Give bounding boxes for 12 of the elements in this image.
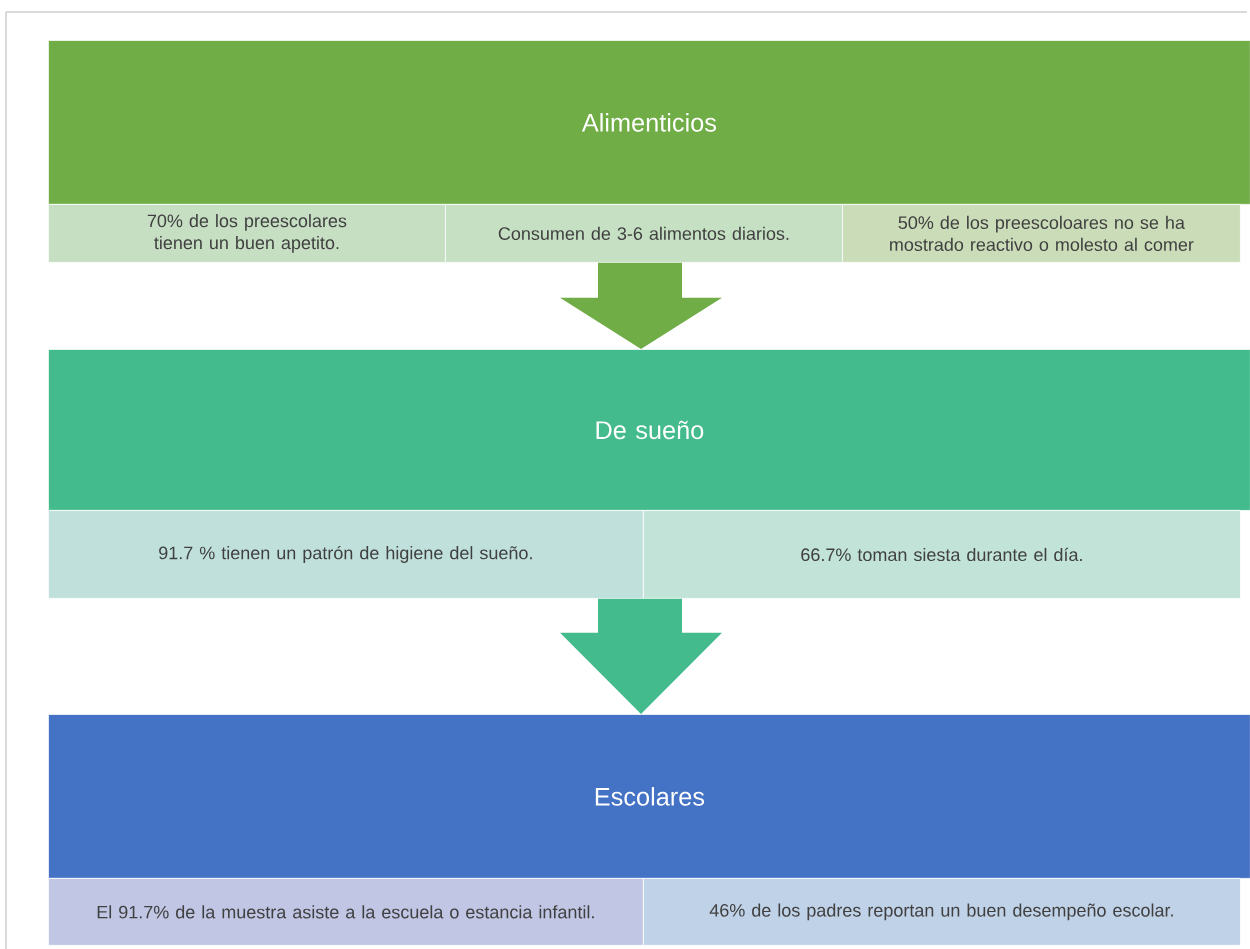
- stat-box: 70% de los preescolares tienen un buen apetito.: [48, 204, 446, 263]
- stat-box: 50% de los preescoloares no se ha mostrado reactivo o molesto al comer: [842, 204, 1241, 263]
- stat-box: 46% de los padres reportan un buen desempeño escolar.: [643, 878, 1241, 946]
- section-header: De sueño: [48, 349, 1250, 511]
- section-header: Alimenticios: [48, 40, 1250, 205]
- stat-box: 66.7% toman siesta durante el día.: [643, 510, 1241, 599]
- section-header: Escolares: [48, 714, 1250, 879]
- stat-box: Consumen de 3-6 alimentos diarios.: [445, 204, 843, 263]
- block-arrow: [560, 262, 722, 349]
- block-arrow: [560, 598, 722, 714]
- stat-box: El 91.7% de la muestra asiste a la escuela o estancia infantil.: [48, 878, 644, 946]
- stat-box: 91.7 % tienen un patrón de higiene del sueño.: [48, 510, 644, 599]
